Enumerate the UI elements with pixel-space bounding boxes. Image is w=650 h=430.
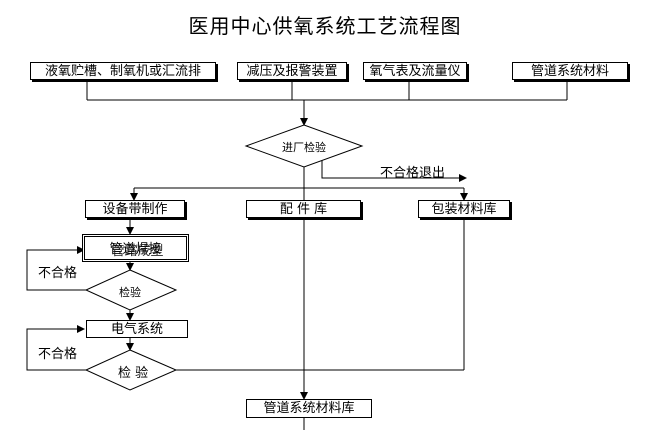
- reject-arrow: [321, 160, 467, 182]
- pipe-weld-label: 管道焊接: [109, 242, 162, 257]
- inspection-label: 进厂检验: [282, 141, 326, 154]
- pipe-weld-box: 管道焊接 管路成型: [82, 234, 189, 262]
- source-box-lox-tank: 液氧贮槽、制氧机或汇流排: [30, 62, 216, 80]
- check-diamond-2: [84, 349, 178, 391]
- check-diamond-1: [84, 269, 178, 311]
- check-1-label: 检验: [119, 286, 141, 299]
- fail-1-label: 不合格: [38, 266, 78, 281]
- source-box-pipe-material: 管道系统材料: [512, 62, 628, 80]
- electrical-system-box: 电气系统: [86, 320, 188, 338]
- parts-warehouse-box: 配 件 库: [246, 200, 361, 218]
- fail-2-label: 不合格: [38, 347, 78, 362]
- fail-loop-2: [26, 325, 86, 371]
- packing-warehouse-box: 包装材料库: [418, 200, 510, 218]
- source-box-pressure-alarm: 减压及报警装置: [237, 62, 347, 80]
- pipe-material-warehouse-box: 管道系统材料库: [246, 399, 372, 418]
- inspection-diamond: [244, 124, 364, 168]
- source-box-flowmeter: 氧气表及流量仪: [363, 62, 467, 80]
- reject-label: 不合格退出: [380, 166, 446, 181]
- pipe-forming-label: 管路成型: [111, 244, 164, 259]
- device-band-box: 设备带制作: [85, 200, 185, 218]
- fail-loop-1: [26, 246, 86, 291]
- check-2-label: 检 验: [118, 366, 149, 381]
- diagram-title: 医用中心供氧系统工艺流程图: [188, 14, 462, 38]
